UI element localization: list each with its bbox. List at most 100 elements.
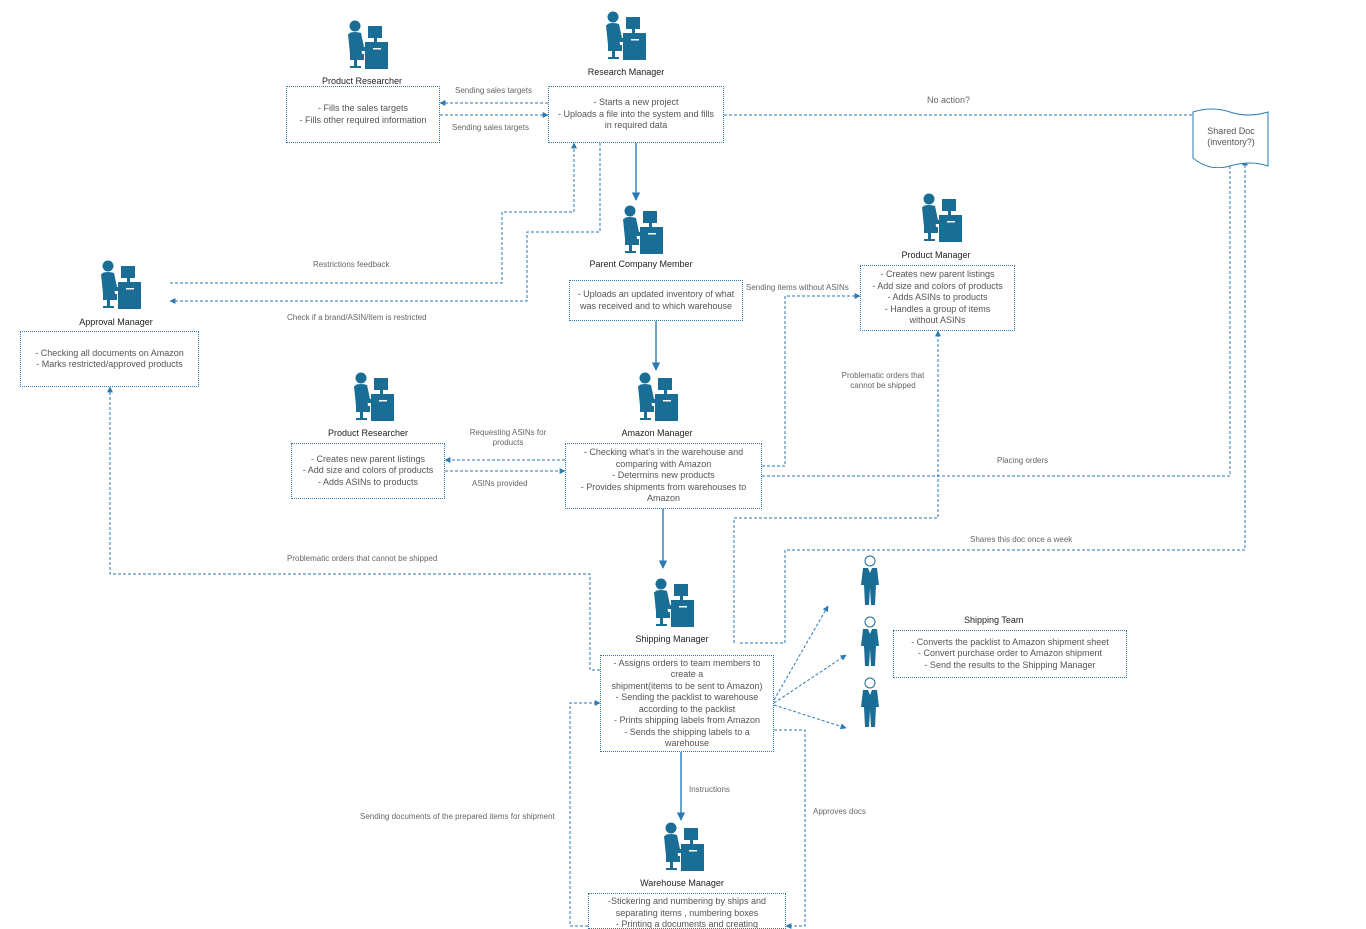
edge-placing-orders [762, 159, 1233, 477]
edge-label-line: Requesting ASINs for [469, 428, 547, 437]
edge-label-line: products [492, 438, 524, 447]
task-line: - Uploads an updated inventory of what [577, 289, 735, 299]
role-box-product-researcher-mid: - Creates new parent listings - Add size… [291, 443, 445, 499]
task-line: - Uploads a file into the system and fil… [557, 108, 715, 119]
task-line: - Starts a new project [593, 97, 679, 108]
role-title-shipping-team: Shipping Team [964, 615, 1024, 625]
task-line: - Adds ASINs to products [317, 476, 419, 487]
edge-shares-doc [740, 159, 1248, 644]
person-at-computer-icon [654, 578, 694, 627]
task-line: create a [670, 669, 704, 679]
edge-restrictions-feedback [170, 142, 577, 284]
role-title-approval-manager: Approval Manager [79, 317, 153, 327]
person-at-computer-icon [664, 822, 704, 871]
edge-label-instructions: Instructions [689, 785, 730, 794]
role-title-shipping-manager: Shipping Manager [635, 634, 709, 644]
document-icon [1192, 108, 1269, 168]
role-box-product-researcher-top: - Fills the sales targets - Fills other … [286, 86, 440, 143]
task-line: - Send the results to the Shipping Manag… [924, 659, 1096, 670]
edge-label-line: Problematic orders that [841, 371, 925, 380]
edge-problematic-approval [107, 386, 600, 671]
task-line: - Printing a documents and creating [615, 919, 759, 929]
edge-problematic-pm [733, 330, 941, 643]
person-at-computer-icon [623, 205, 663, 254]
edge-label-sending-documents: Sending documents of the prepared items … [360, 812, 555, 821]
shared-doc-line: Shared Doc [1207, 126, 1255, 136]
edge-label-shares-doc: Shares this doc once a week [970, 535, 1073, 544]
edge-label-asins-provided: ASINs provided [472, 479, 528, 488]
edge-label-problematic-orders: Problematic orders that cannot be shippe… [834, 371, 932, 391]
edge-label-sending-items-without-asins: Sending items without ASINs [746, 283, 849, 292]
task-line: - Provides shipments from warehouses to [580, 481, 747, 492]
task-line: comparing with Amazon [615, 458, 712, 469]
person-at-computer-icon [606, 11, 646, 60]
task-line: -Stickering and numbering by ships and [607, 896, 767, 906]
task-line: - Sends the shipping labels to a [624, 726, 750, 737]
person-at-computer-icon [348, 20, 388, 69]
task-line: separating items , numbering boxes [615, 907, 759, 918]
shared-doc-label: Shared Doc (inventory?) [1192, 126, 1270, 148]
task-line: - Add size and colors of products [872, 280, 1003, 291]
task-line: - Adds ASINs to products [887, 292, 988, 303]
person-at-computer-icon [101, 260, 141, 309]
task-line: shipment(items to be sent to Amazon) [611, 680, 763, 691]
task-line: according to the packlist [638, 703, 736, 714]
role-box-shipping-team: - Converts the packlist to Amazon shipme… [893, 630, 1127, 678]
task-line: - Creates new parent listings [880, 269, 995, 280]
role-title-research-manager: Research Manager [587, 67, 665, 77]
task-line: - Fills other required information [299, 114, 427, 125]
person-in-suit-icon [860, 677, 880, 728]
role-box-shipping-manager: - Assigns orders to team members to crea… [600, 655, 774, 752]
task-line: in required data [604, 120, 668, 131]
edge-label-requesting-asins: Requesting ASINs for products [462, 428, 554, 448]
edge-label-approves-docs: Approves docs [813, 807, 866, 816]
edge-label-restrictions-feedback: Restrictions feedback [313, 260, 390, 269]
edge-label-line: cannot be shipped [850, 381, 916, 390]
edge-approves-docs [774, 729, 806, 929]
task-line: - Handles a group of items [884, 303, 991, 314]
edge-team-1 [773, 605, 829, 701]
task-line: - Converts the packlist to Amazon shipme… [911, 636, 1109, 647]
role-title-parent-company-member: Parent Company Member [589, 259, 693, 269]
edge-label-problematic-orders: Problematic orders that cannot be shippe… [287, 554, 438, 563]
person-in-suit-icon [860, 616, 880, 667]
person-at-computer-icon [922, 193, 962, 242]
task-line: - Creates new parent listings [310, 453, 426, 464]
role-title-product-researcher: Product Researcher [321, 76, 403, 86]
role-title-product-researcher: Product Researcher [327, 428, 409, 438]
person-at-computer-icon [354, 372, 394, 421]
task-line: warehouse [664, 738, 710, 748]
task-line: - Marks restricted/approved products [36, 359, 183, 369]
task-line: was received and to which warehouse [579, 300, 733, 311]
task-line: - Checking all documents on Amazon [35, 347, 184, 358]
task-line: - Determins new products [612, 470, 715, 481]
task-line: - Checking what's in the warehouse and [583, 447, 744, 458]
role-box-parent-company-member: - Uploads an updated inventory of what w… [569, 280, 743, 321]
role-title-product-manager: Product Manager [901, 250, 971, 260]
shared-doc-line: (inventory?) [1207, 137, 1255, 147]
role-box-product-manager: - Creates new parent listings - Add size… [860, 265, 1015, 331]
task-line: Amazon [646, 493, 681, 504]
edge-team-3 [773, 704, 847, 730]
role-title-amazon-manager: Amazon Manager [621, 428, 693, 438]
person-in-suit-icon [860, 555, 880, 606]
task-line: without ASINs [909, 315, 966, 326]
role-box-warehouse-manager: -Stickering and numbering by ships and s… [588, 893, 786, 929]
edge-items-without-asins [762, 293, 861, 467]
edge-label-sending-sales-targets: Sending sales targets [455, 86, 532, 95]
task-line: - Convert purchase order to Amazon shipm… [917, 648, 1103, 659]
edge-label-check-brand: Check if a brand/ASIN/item is restricted [287, 313, 427, 322]
role-box-research-manager: - Starts a new project - Uploads a file … [548, 86, 724, 143]
edge-label-no-action: No action? [927, 95, 971, 105]
role-title-warehouse-manager: Warehouse Manager [640, 878, 724, 888]
edge-sending-documents [569, 700, 601, 927]
edge-team-2 [773, 654, 847, 704]
role-box-amazon-manager: - Checking what's in the warehouse and c… [565, 443, 762, 509]
edge-label-sending-sales-targets: Sending sales targets [452, 123, 529, 132]
person-at-computer-icon [638, 372, 678, 421]
role-box-approval-manager: - Checking all documents on Amazon - Mar… [20, 331, 199, 387]
task-line: - Fills the sales targets [317, 103, 409, 113]
edge-check-brand [169, 143, 601, 304]
task-line: - Sending the packlist to warehouse [615, 692, 759, 702]
